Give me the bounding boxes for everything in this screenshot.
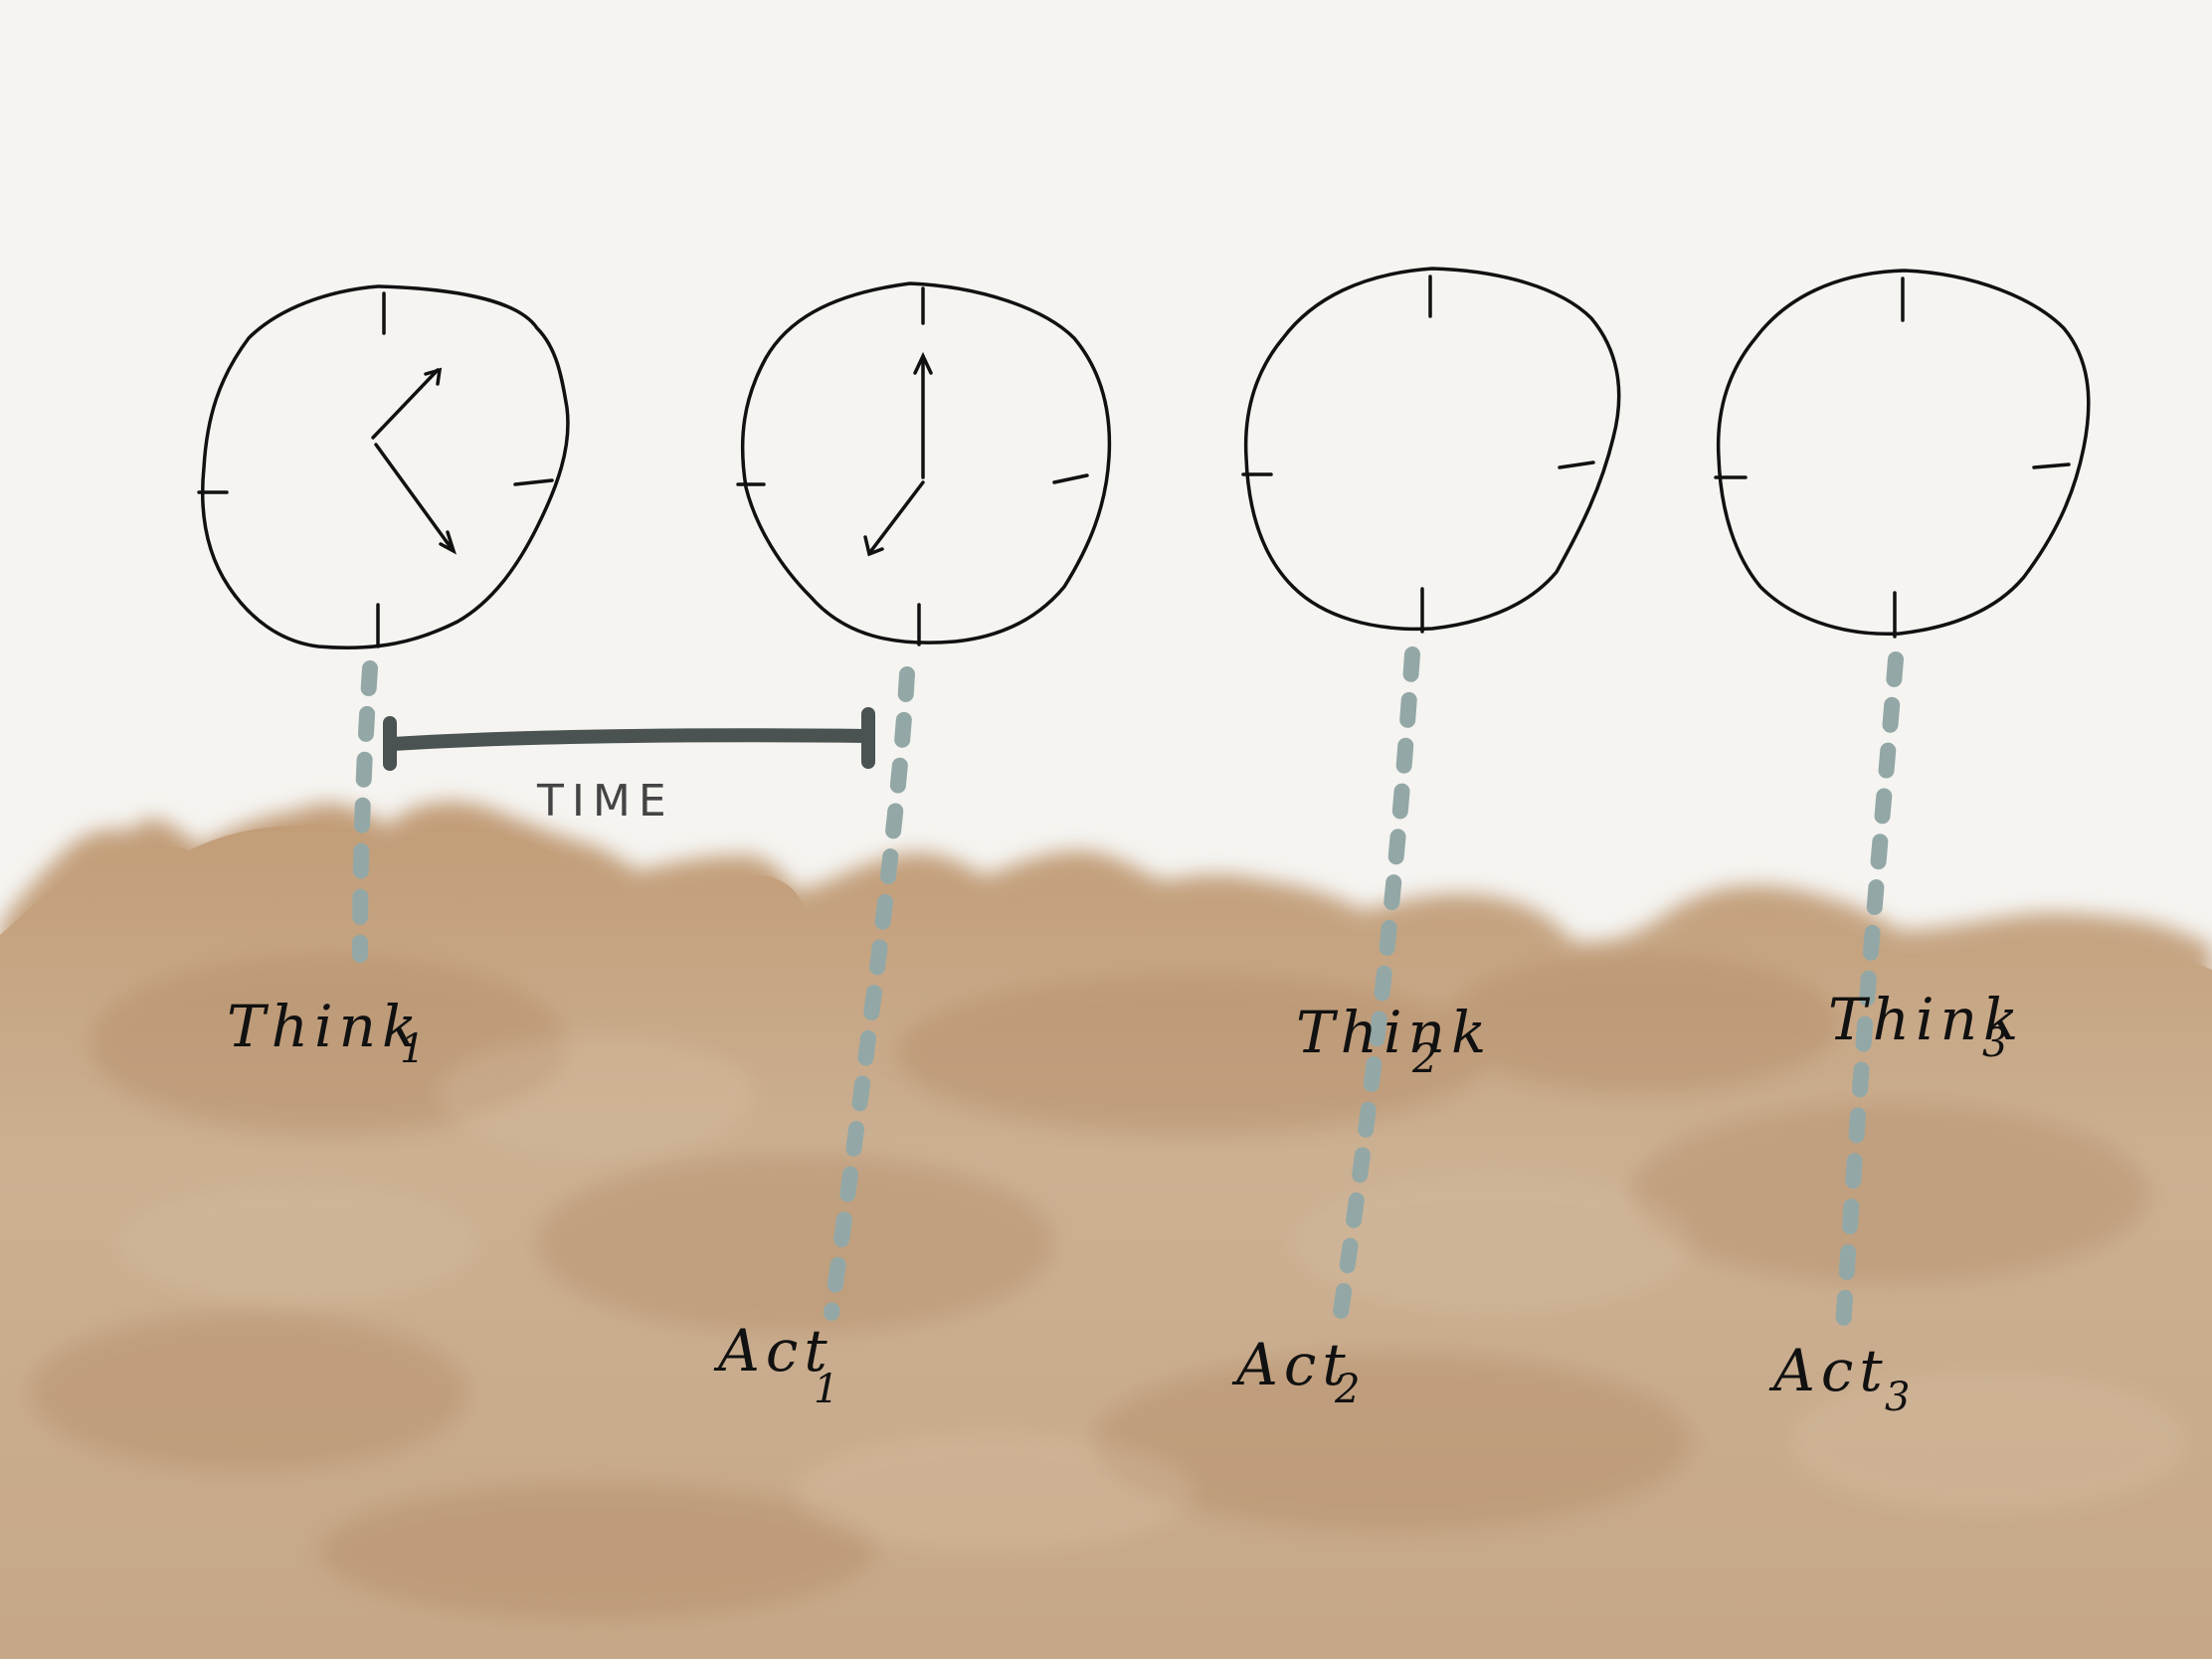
minute-hand: [371, 368, 440, 440]
label-act2: Act 2: [1231, 1331, 1360, 1412]
label-act3: Act 3: [1768, 1337, 1910, 1420]
time-label: TIME: [536, 776, 674, 827]
clock-3: [1241, 267, 1621, 634]
connector-clock4-act3: [1834, 651, 1904, 1351]
label-think2: Think 2: [1296, 999, 1492, 1082]
label-think1: Think 1: [227, 993, 425, 1072]
tick-3: [2032, 462, 2071, 469]
act1-text: Act: [713, 1317, 833, 1384]
act1-subscript: 1: [814, 1367, 838, 1412]
act2-subscript: 2: [1334, 1367, 1360, 1412]
think2-text: Think: [1296, 999, 1492, 1066]
tick-3: [1558, 461, 1595, 469]
think3-text: Think: [1828, 986, 2024, 1053]
connector-clock2-act1: [824, 666, 915, 1321]
connector-clock1-think1: [352, 660, 378, 963]
think3-subscript: 3: [1982, 1020, 2007, 1066]
time-span-bar: [383, 707, 875, 771]
act3-text: Act: [1768, 1337, 1889, 1404]
act2-text: Act: [1231, 1331, 1352, 1398]
hour-hand: [374, 443, 455, 552]
connector-lines: [352, 646, 1904, 1351]
ground-wash: [0, 802, 2212, 1659]
connector-clock3-act2: [1330, 646, 1420, 1341]
think2-subscript: 2: [1411, 1036, 1437, 1082]
tick-3: [513, 478, 554, 486]
label-think3: Think 3: [1828, 986, 2024, 1066]
think1-subscript: 1: [400, 1026, 425, 1072]
tick-3: [1052, 473, 1089, 484]
act3-subscript: 3: [1885, 1375, 1910, 1420]
clock-4: [1714, 269, 2091, 639]
label-act1: Act 1: [713, 1317, 838, 1412]
hour-hand: [868, 480, 925, 554]
think1-text: Think: [227, 993, 423, 1060]
clock-2: [736, 281, 1112, 646]
clock-1: [197, 284, 570, 650]
